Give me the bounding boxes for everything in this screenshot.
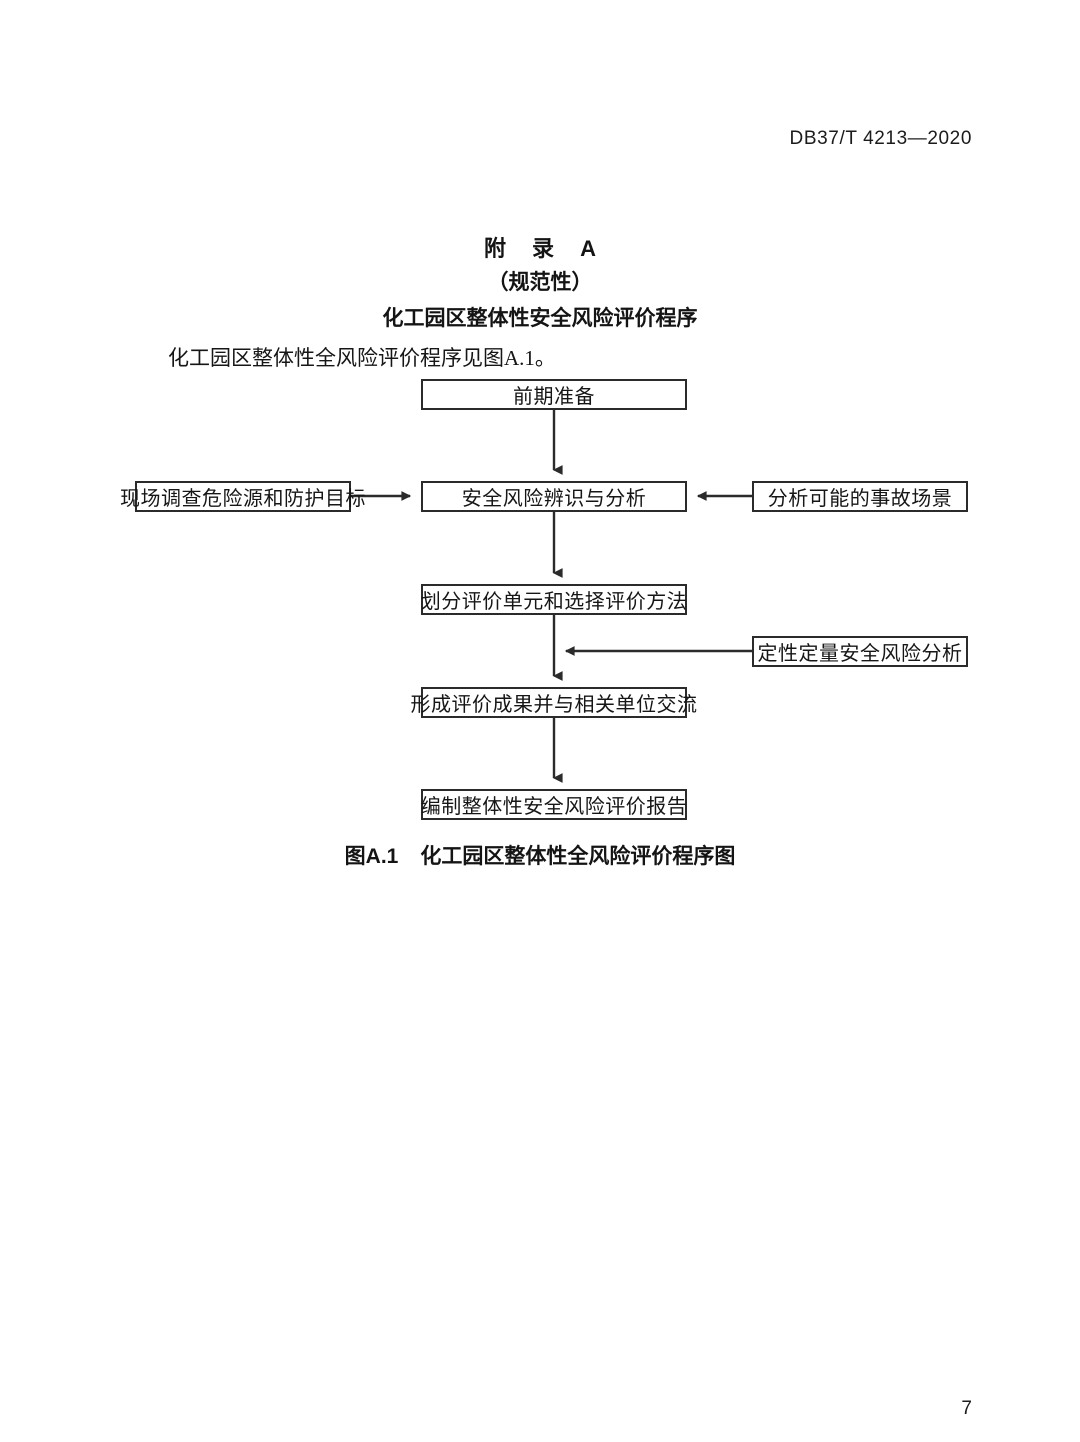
flow-node-qualitative-quantitative-analysis: 定性定量安全风险分析 (752, 636, 968, 667)
figure-caption-number: 图A.1 (344, 845, 399, 868)
annex-title-block: 附 录 A （规范性） 化工园区整体性安全风险评价程序 (0, 232, 1080, 336)
flow-node-results-communication: 形成评价成果并与相关单位交流 (411, 687, 697, 718)
flow-node-site-survey: 现场调查危险源和防护目标 (120, 481, 366, 512)
intro-paragraph: 化工园区整体性全风险评价程序见图A.1。 (168, 346, 556, 370)
flow-node-accident-scenarios: 分析可能的事故场景 (752, 481, 968, 512)
flow-node-unit-division-method: 划分评价单元和选择评价方法 (421, 584, 687, 615)
flow-node-report-compilation: 编制整体性安全风险评价报告 (421, 789, 687, 820)
flow-node-risk-identification: 安全风险辨识与分析 (421, 481, 687, 512)
figure-caption: 图A.1 化工园区整体性全风险评价程序图 (0, 840, 1080, 870)
annex-label: 附 录 A (483, 236, 607, 261)
flow-node-preparation: 前期准备 (421, 379, 687, 410)
annex-name: 化工园区整体性安全风险评价程序 (382, 306, 698, 330)
figure-caption-text: 化工园区整体性全风险评价程序图 (420, 845, 736, 868)
page-header-standard-number: DB37/T 4213—2020 (789, 128, 972, 149)
page-number: 7 (961, 1398, 972, 1419)
annex-kind: （规范性） (487, 271, 593, 294)
